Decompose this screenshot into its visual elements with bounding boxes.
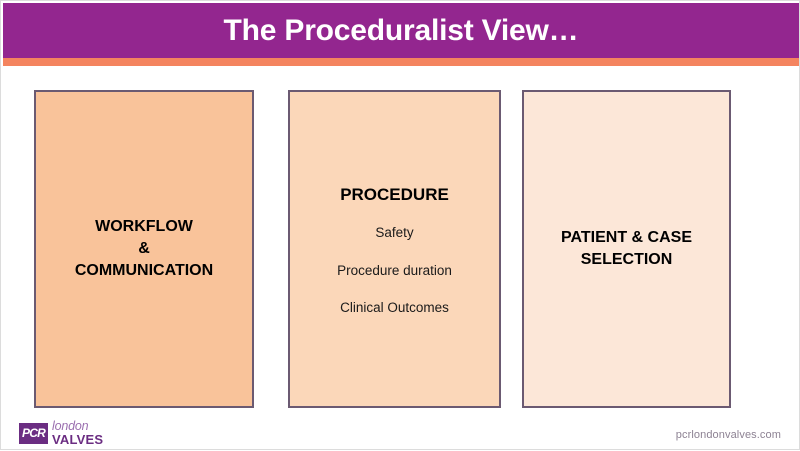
- pcr-london-valves-logo: PCR london VALVES: [19, 420, 103, 447]
- website-url: pcrlondonvalves.com: [675, 429, 781, 441]
- page-title: The Proceduralist View…: [223, 13, 579, 47]
- header-band: The Proceduralist View…: [3, 3, 799, 58]
- panel-item-procedure-duration: Procedure duration: [337, 262, 452, 278]
- panel-heading-patient-case-selection: PATIENT & CASE SELECTION: [561, 228, 692, 268]
- logo-line-london: london: [52, 418, 89, 433]
- panel-procedure: PROCEDURE Safety Procedure duration Clin…: [288, 90, 501, 408]
- panel-item-safety: Safety: [375, 225, 414, 241]
- panel-item-clinical-outcomes: Clinical Outcomes: [340, 300, 449, 316]
- logo-wordmark: london VALVES: [52, 420, 103, 447]
- panel-heading-procedure: PROCEDURE: [340, 185, 449, 205]
- logo-line-valves: VALVES: [52, 432, 104, 448]
- panel-workflow-communication: WORKFLOW & COMMUNICATION: [34, 90, 254, 408]
- panel-heading-workflow-communication: WORKFLOW & COMMUNICATION: [74, 217, 214, 280]
- pcr-badge-icon: PCR: [19, 422, 48, 444]
- panel-patient-case-selection: PATIENT & CASE SELECTION: [522, 90, 731, 408]
- header-accent-rule: [3, 58, 799, 66]
